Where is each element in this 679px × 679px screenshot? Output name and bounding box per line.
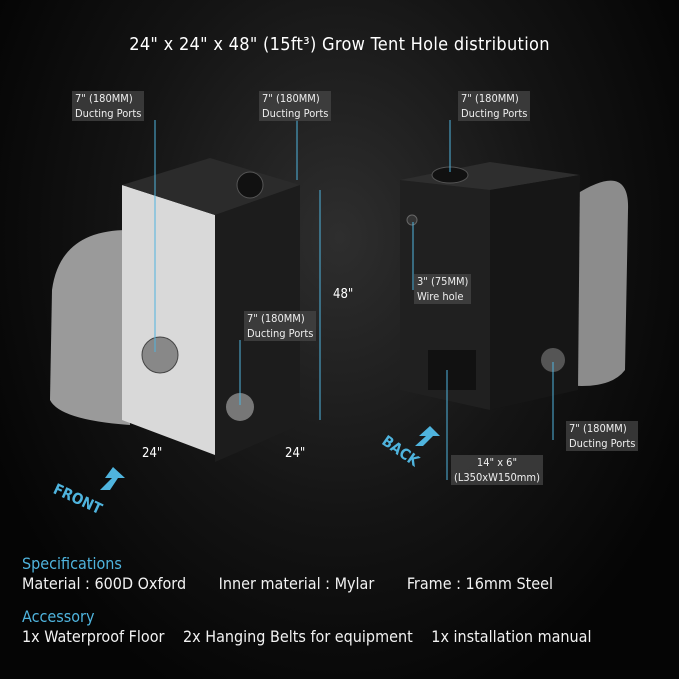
back-arrow-icon [415, 426, 440, 446]
back-tent-door [565, 180, 629, 386]
accessory-manual: 1x installation manual [431, 627, 592, 646]
dimension-height: 48" [333, 287, 354, 302]
page-title: 24" x 24" x 48" (15ft³) Grow Tent Hole d… [129, 34, 550, 55]
back-tent-side [490, 175, 580, 410]
specifications-row: Material : 600D Oxford Inner material : … [22, 574, 581, 593]
back-vent [428, 350, 476, 390]
label-back-vent: 14" x 6"(L350xW150mm) [451, 455, 543, 485]
front-tent-top [122, 158, 300, 215]
label-front-top-right: 7" (180MM)Ducting Ports [259, 91, 332, 121]
label-back-side: 7" (180MM)Ducting Ports [566, 421, 639, 451]
back-wire-hole [406, 214, 418, 226]
label-front-top-left: 7" (180MM)Ducting Ports [72, 91, 145, 121]
label-back-wire: 3" (75MM)Wire hole [414, 274, 472, 304]
back-side-port [541, 348, 565, 372]
direction-arrows [100, 426, 440, 490]
label-back-top: 7" (180MM)Ducting Ports [458, 91, 531, 121]
specifications-heading: Specifications [22, 554, 122, 573]
spec-material: Material : 600D Oxford [22, 574, 187, 593]
front-top-port [236, 171, 264, 199]
accessory-heading: Accessory [22, 607, 95, 626]
accessory-row: 1x Waterproof Floor 2x Hanging Belts for… [22, 627, 620, 646]
dimension-width: 24" [142, 446, 163, 461]
front-tent-door [50, 230, 130, 425]
spec-inner-material: Inner material : Mylar [218, 574, 375, 593]
dimension-depth: 24" [285, 446, 306, 461]
spec-frame: Frame : 16mm Steel [406, 574, 553, 593]
accessory-floor: 1x Waterproof Floor [22, 627, 165, 646]
front-side-port [226, 393, 254, 421]
leader-lines [154, 120, 554, 480]
front-arrow-icon [100, 467, 125, 490]
accessory-belts: 2x Hanging Belts for equipment [183, 627, 413, 646]
front-inner-port [141, 336, 179, 374]
label-front-side: 7" (180MM)Ducting Ports [244, 311, 317, 341]
front-tent-inner [122, 185, 215, 455]
